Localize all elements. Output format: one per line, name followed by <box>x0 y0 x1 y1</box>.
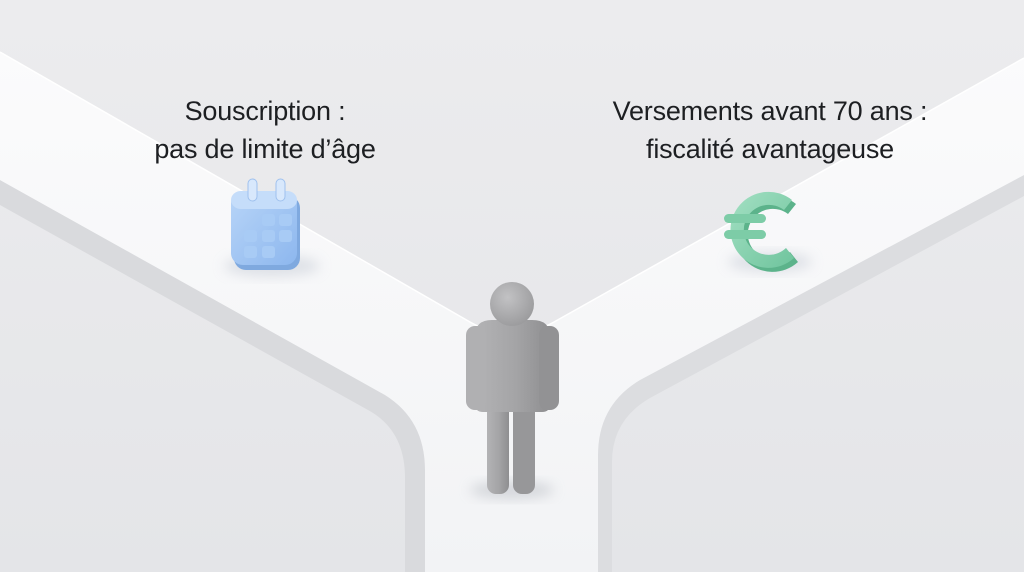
calendar-icon <box>224 178 320 277</box>
left-caption-line1: Souscription : <box>184 96 346 126</box>
path-edge-shadow-right <box>598 175 1024 572</box>
person-icon <box>466 282 559 499</box>
path-edge-shadow <box>0 180 425 572</box>
left-caption-line2: pas de limite d’âge <box>154 134 376 164</box>
right-branch-caption: Versements avant 70 ans : fiscalité avan… <box>570 92 970 168</box>
left-branch-caption: Souscription : pas de limite d’âge <box>100 92 430 168</box>
crossroads-path <box>0 52 1024 572</box>
right-caption-line1: Versements avant 70 ans : <box>612 96 928 126</box>
right-caption-line2: fiscalité avantageuse <box>646 134 894 164</box>
euro-icon <box>724 191 812 272</box>
